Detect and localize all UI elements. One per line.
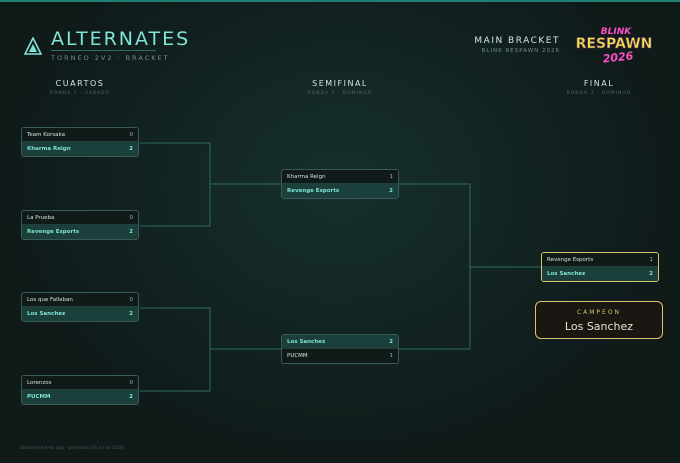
team-score: 0: [129, 131, 134, 138]
champion-card: CAMPEON Los Sanchez: [535, 301, 663, 339]
team-row[interactable]: Revenge Esports 2: [282, 184, 398, 198]
team-name: Los Sanchez: [547, 271, 586, 277]
team-score: 2: [649, 271, 653, 277]
round-header-final: FINAL RONDA 3 · DOMINGO: [539, 79, 659, 96]
footer-note: blinkevent web app · generado 06 jul de …: [20, 446, 124, 451]
team-name: Kharma Reign: [27, 146, 71, 152]
team-score: 2: [129, 311, 133, 317]
app-logo-icon: [24, 37, 42, 55]
round-subtitle: RONDA 3 · DOMINGO: [566, 91, 632, 96]
team-row[interactable]: Lorenzos 0: [22, 376, 138, 390]
team-name: Lorenzos: [27, 379, 52, 386]
champion-name: Los Sanchez: [564, 320, 634, 333]
team-row[interactable]: Revenge Esports 1: [542, 253, 658, 267]
team-row[interactable]: Revenge Esports 2: [22, 225, 138, 239]
round-header-semifinal: SEMIFINAL RONDA 2 · DOMINGO: [280, 79, 400, 96]
match-card-final[interactable]: Revenge Esports 1 Los Sanchez 2: [541, 252, 659, 282]
round-name: FINAL: [583, 79, 615, 88]
team-score: 2: [389, 188, 393, 194]
team-row[interactable]: PUCMM 1: [282, 349, 398, 363]
page-subtitle: TORNEO 2V2 · BRACKET: [51, 54, 170, 62]
team-score: 2: [129, 146, 133, 152]
team-score: 0: [129, 214, 134, 221]
svg-text:2026: 2026: [602, 49, 634, 64]
round-name: SEMIFINAL: [312, 79, 368, 88]
round-subtitle: RONDA 2 · DOMINGO: [307, 91, 373, 96]
match-card-q1[interactable]: Team Korsaka 0 Kharma Reign 2: [21, 127, 139, 157]
team-row[interactable]: Team Korsaka 0: [22, 128, 138, 142]
team-name: Los Sanchez: [287, 338, 326, 345]
match-card-s1[interactable]: Kharma Reign 1 Revenge Esports 2: [281, 169, 399, 199]
match-card-q3[interactable]: Los que Fallaban 0 Los Sanchez 2: [21, 292, 139, 322]
team-score: 1: [389, 173, 394, 180]
team-name: Los Sanchez: [27, 311, 66, 317]
team-name: PUCMM: [287, 353, 308, 359]
team-score: 0: [129, 296, 134, 303]
team-score: 1: [389, 353, 394, 359]
match-card-q2[interactable]: La Prueba 0 Revenge Esports 2: [21, 210, 139, 240]
team-name: La Prueba: [27, 214, 55, 221]
main-bracket-sublabel: BLINK RESPAWN 2026: [481, 48, 560, 54]
team-name: Kharma Reign: [287, 173, 326, 180]
team-row[interactable]: Los Sanchez 2: [22, 307, 138, 321]
team-score: 2: [389, 338, 393, 345]
team-name: Revenge Esports: [287, 188, 340, 194]
team-row[interactable]: PUCMM 2: [22, 390, 138, 404]
round-subtitle: RONDA 1 · SABADO: [49, 91, 111, 96]
page-title: ALTERNATES: [51, 28, 191, 50]
svg-text:BLINK: BLINK: [601, 27, 632, 37]
team-score: 2: [129, 229, 133, 235]
team-name: Revenge Esports: [547, 256, 594, 263]
team-name: Revenge Esports: [27, 229, 80, 235]
team-score: 0: [129, 379, 134, 386]
team-row[interactable]: Los Sanchez 2: [282, 335, 398, 349]
round-name: CUARTOS: [55, 79, 105, 88]
team-row[interactable]: Los Sanchez 2: [542, 267, 658, 281]
team-score: 2: [129, 394, 133, 400]
match-card-q4[interactable]: Lorenzos 0 PUCMM 2: [21, 375, 139, 405]
team-row[interactable]: La Prueba 0: [22, 211, 138, 225]
team-score: 1: [649, 256, 654, 263]
team-row[interactable]: Los que Fallaban 0: [22, 293, 138, 307]
svg-text:RESPAWN: RESPAWN: [576, 36, 653, 52]
team-name: PUCMM: [27, 394, 51, 400]
main-bracket-label: MAIN BRACKET: [474, 36, 560, 46]
team-row[interactable]: Kharma Reign 1: [282, 170, 398, 184]
match-card-s2[interactable]: Los Sanchez 2 PUCMM 1: [281, 334, 399, 364]
team-name: Los que Fallaban: [27, 296, 73, 303]
team-row[interactable]: Kharma Reign 2: [22, 142, 138, 156]
title-divider: [51, 50, 156, 51]
champion-label: CAMPEON: [576, 309, 622, 316]
event-logo: BLINK RESPAWN 2026: [575, 27, 653, 64]
round-header-cuartos: CUARTOS RONDA 1 · SABADO: [20, 79, 140, 96]
team-name: Team Korsaka: [27, 131, 65, 138]
